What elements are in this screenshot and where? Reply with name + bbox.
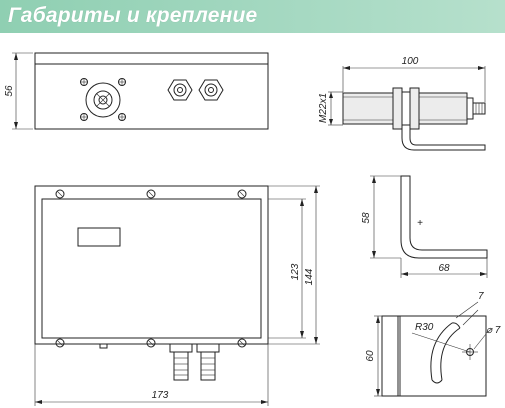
section-header: Габариты и крепление bbox=[0, 0, 505, 33]
mounting-plate-view: R30 7 ⌀ 7 60 bbox=[365, 291, 501, 397]
dim-box-outer-height: 144 bbox=[304, 268, 315, 285]
cable-glands-bottom bbox=[169, 343, 220, 381]
dim-side-height: 56 bbox=[4, 85, 15, 97]
section-title: Габариты и крепление bbox=[8, 4, 258, 27]
dim-bracket-height: 58 bbox=[361, 212, 372, 224]
cable-gland-right bbox=[198, 79, 224, 101]
sensor-view: 100 М22х1 bbox=[318, 56, 486, 151]
dim-slot-width: 7 bbox=[478, 291, 484, 302]
bracket-view: + 58 68 bbox=[361, 175, 488, 278]
box-front-view: 123 144 173 bbox=[34, 185, 320, 406]
cable-gland-left bbox=[167, 79, 193, 101]
dim-plate-height: 60 bbox=[365, 350, 376, 362]
box-side-view: 56 bbox=[4, 52, 269, 130]
dim-bracket-width: 68 bbox=[438, 263, 450, 274]
dim-hole-diameter: ⌀ 7 bbox=[486, 325, 501, 336]
display-window bbox=[77, 227, 121, 247]
dim-sensor-thread: М22х1 bbox=[318, 93, 329, 123]
cover-screws bbox=[55, 189, 247, 348]
svg-text:+: + bbox=[417, 218, 423, 229]
dim-slot-radius: R30 bbox=[415, 322, 434, 333]
dim-box-width: 173 bbox=[152, 390, 169, 401]
technical-drawing: 56 100 М22х1 bbox=[4, 52, 501, 406]
round-connector bbox=[80, 78, 126, 121]
dim-box-inner-height: 123 bbox=[290, 263, 301, 280]
dim-sensor-length: 100 bbox=[402, 56, 419, 67]
